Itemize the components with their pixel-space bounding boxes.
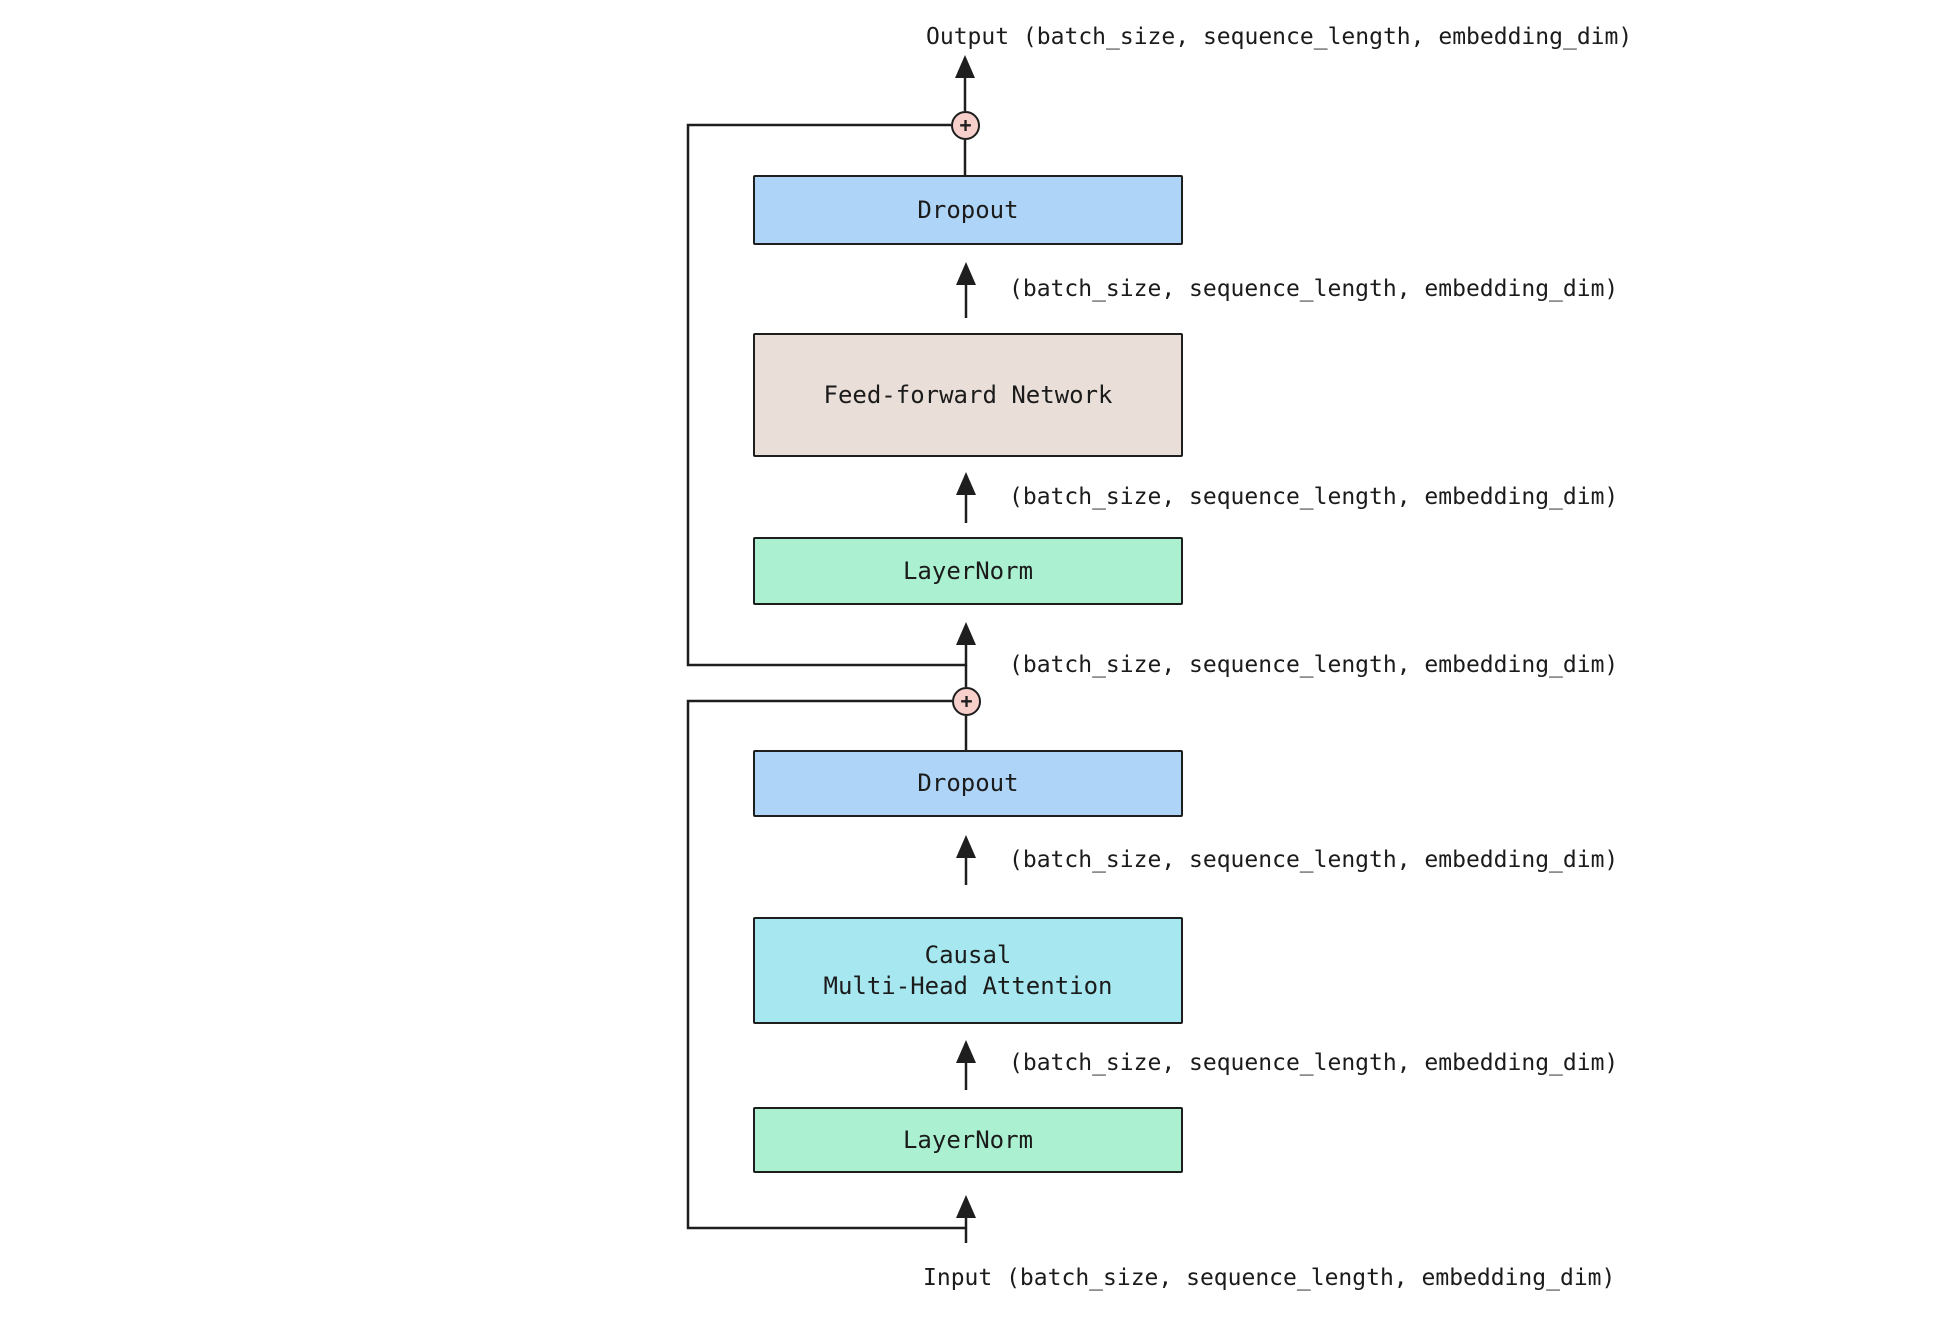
plus-icon: +	[960, 688, 973, 713]
shape-annotation: (batch_size, sequence_length, embedding_…	[1009, 1050, 1619, 1076]
mha-to-dropout-arrowhead	[956, 835, 976, 858]
shape-annotation: (batch_size, sequence_length, embedding_…	[1009, 484, 1619, 510]
block-layernorm-upper: LayerNorm	[753, 537, 1183, 605]
block-layernorm-upper-label: LayerNorm	[902, 556, 1034, 585]
input-arrowhead	[956, 1195, 976, 1218]
output-arrowhead	[955, 55, 975, 78]
block-dropout-upper: Dropout	[753, 175, 1183, 245]
output-title: Output (batch_size, sequence_length, emb…	[926, 24, 1633, 50]
block-dropout-lower: Dropout	[753, 750, 1183, 817]
junction-to-layernorm-arrowhead	[956, 622, 976, 645]
block-mha-label-line1: Causal	[924, 940, 1012, 969]
block-layernorm-lower-label: LayerNorm	[902, 1125, 1034, 1154]
layernorm-to-ffn-arrowhead	[956, 472, 976, 495]
block-dropout-upper-label: Dropout	[917, 195, 1019, 224]
shape-annotation: (batch_size, sequence_length, embedding_…	[1009, 652, 1619, 678]
shape-annotation: (batch_size, sequence_length, embedding_…	[1009, 276, 1619, 302]
plus-icon: +	[959, 112, 972, 137]
residual-add-node-middle: +	[952, 687, 981, 716]
shape-annotation: (batch_size, sequence_length, embedding_…	[1009, 847, 1619, 873]
block-mha-label-line2: Multi-Head Attention	[823, 971, 1113, 1000]
block-layernorm-lower: LayerNorm	[753, 1107, 1183, 1173]
block-feed-forward: Feed-forward Network	[753, 333, 1183, 457]
ffn-to-dropout-arrowhead	[956, 262, 976, 285]
residual-add-node-top: +	[951, 111, 980, 140]
block-causal-multi-head-attention: Causal Multi-Head Attention	[753, 917, 1183, 1024]
layernorm-to-mha-arrowhead	[956, 1040, 976, 1063]
input-title: Input (batch_size, sequence_length, embe…	[923, 1265, 1616, 1291]
block-dropout-lower-label: Dropout	[917, 769, 1019, 797]
block-feed-forward-label: Feed-forward Network	[823, 380, 1113, 409]
